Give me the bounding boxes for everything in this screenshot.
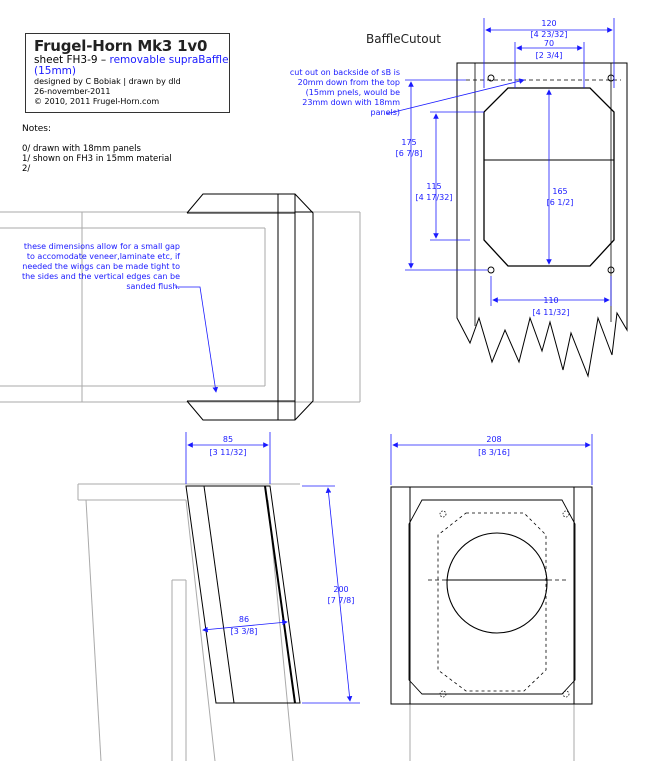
dim-110-inch-label: [4 11/32] bbox=[533, 308, 570, 317]
annotation-line: 23mm down with 18mm bbox=[302, 98, 400, 107]
dim-85-inch-label: [3 11/32] bbox=[210, 448, 247, 457]
sheet-description: removable supraBaffle bbox=[109, 54, 229, 66]
dim-86-inch-label: [3 3/8] bbox=[231, 627, 258, 636]
dim-86-label: 86 bbox=[239, 615, 249, 624]
dim-120-inch-label: [4 23/32] bbox=[531, 30, 568, 39]
annotation-line: 20mm down from the top bbox=[297, 78, 400, 87]
gap-note-line: needed the wings can be made tight to bbox=[22, 262, 180, 271]
front-view-dashed-octagon bbox=[437, 512, 547, 692]
dim-200-inch-label: [7 7/8] bbox=[328, 596, 355, 605]
dim-115-label: 115 bbox=[426, 182, 441, 191]
notes-block: Notes: 0/ drawn with 18mm panels 1/ show… bbox=[22, 124, 172, 174]
designed-by: designed by C Bobiak | drawn by dld bbox=[34, 77, 181, 86]
dim-115-inch-label: [4 17/32] bbox=[416, 193, 453, 202]
dim-208-inch-label: [8 3/16] bbox=[478, 448, 510, 457]
annotation-line: panels) bbox=[370, 108, 400, 117]
sheet-prefix: sheet FH3-9 – bbox=[34, 54, 110, 66]
dim-120-label: 120 bbox=[541, 19, 556, 28]
side-view: 85 [3 11/32] 86 [3 3/8] 200 [7 7/8] bbox=[77, 432, 360, 761]
front-view: 208 [8 3/16] bbox=[390, 434, 593, 761]
baffle-octagon-cutout bbox=[483, 87, 615, 267]
sheet-description-cont: (15mm) bbox=[34, 65, 77, 77]
notes-heading: Notes: bbox=[22, 124, 52, 134]
gap-note-line: sanded flush. bbox=[126, 282, 180, 291]
dim-70-inch-label: [2 3/4] bbox=[536, 51, 563, 60]
cutout-annotation: cut out on backside of sB is 20mm down f… bbox=[262, 68, 400, 118]
sheet-line: sheet FH3-9 – removable supraBaffle bbox=[34, 54, 229, 66]
dim-165-inch-label: [6 1/2] bbox=[547, 198, 574, 207]
dim-165-label: 165 bbox=[552, 187, 567, 196]
gap-note-line: to accomodate veneer,laminate etc, if bbox=[26, 252, 180, 261]
title-block: Frugel-Horn Mk3 1v0 sheet FH3-9 – remova… bbox=[25, 33, 230, 113]
top-view bbox=[0, 193, 361, 421]
drawing-date: 26-november-2011 bbox=[34, 87, 111, 96]
gap-note: these dimensions allow for a small gap t… bbox=[8, 242, 180, 292]
gap-note-line: these dimensions allow for a small gap bbox=[23, 242, 180, 251]
dim-110-label: 110 bbox=[543, 296, 558, 305]
drawing-title: Frugel-Horn Mk3 1v0 bbox=[34, 37, 208, 55]
note-item: 1/ shown on FH3 in 15mm material bbox=[22, 154, 172, 164]
dim-208-label: 208 bbox=[486, 435, 501, 444]
mounting-hole bbox=[607, 266, 615, 274]
dim-175-label: 175 bbox=[401, 138, 416, 147]
dim-200-label: 200 bbox=[333, 585, 348, 594]
baffle-panel-outline bbox=[456, 62, 628, 378]
annotation-line: cut out on backside of sB is bbox=[289, 68, 400, 77]
front-hole bbox=[562, 510, 570, 518]
gap-note-line: the sides and the vertical edges can be bbox=[21, 272, 180, 281]
dim-70-label: 70 bbox=[544, 39, 554, 48]
front-hole bbox=[562, 690, 570, 698]
baffle-cutout-title: BaffleCutout bbox=[366, 32, 441, 46]
baffle-cutout-view: 120 [4 23/32] 70 [2 3/4] 175 [6 7/8] 115… bbox=[385, 18, 628, 378]
front-view-panel bbox=[408, 499, 576, 695]
driver-cutout-circle bbox=[446, 532, 548, 634]
mounting-hole bbox=[487, 266, 495, 274]
dim-175-inch-label: [6 7/8] bbox=[396, 149, 423, 158]
dim-85-label: 85 bbox=[223, 435, 233, 444]
front-view-outline bbox=[390, 486, 593, 705]
mounting-hole bbox=[487, 74, 495, 82]
annotation-line: (15mm pnels, would be bbox=[305, 88, 400, 97]
top-view-baffle-outline bbox=[186, 193, 314, 421]
copyright: © 2010, 2011 Frugel-Horn.com bbox=[34, 97, 160, 106]
note-item: 0/ drawn with 18mm panels bbox=[22, 144, 141, 154]
note-item: 2/ bbox=[22, 164, 31, 174]
front-hole bbox=[439, 690, 447, 698]
side-view-baffle-outline bbox=[185, 485, 301, 704]
front-hole bbox=[439, 510, 447, 518]
